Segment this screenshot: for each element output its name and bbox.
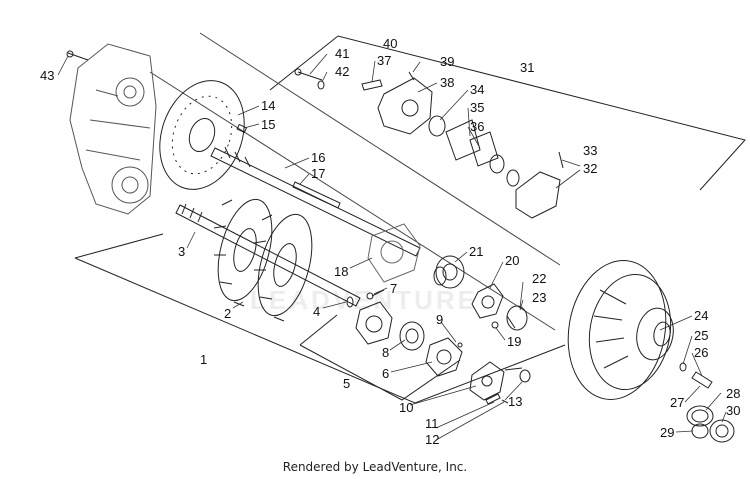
callout-43: 43 [40, 68, 54, 83]
flange-20 [471, 283, 504, 319]
flange-plate-6-lower [355, 301, 393, 345]
bolt-41 [294, 68, 323, 81]
caliper-body-38 [377, 77, 433, 135]
bearing-21 [433, 255, 465, 289]
callout-29: 29 [660, 425, 674, 440]
callout-37: 37 [377, 53, 391, 68]
callout-22: 22 [532, 271, 546, 286]
driven-clutch [567, 260, 674, 400]
callout-26: 26 [694, 345, 708, 360]
callout-8: 8 [382, 345, 389, 360]
callout-27: 27 [670, 395, 684, 410]
leader-lines [57, 53, 727, 441]
key-16-17 [292, 181, 341, 209]
callout-41: 41 [335, 46, 349, 61]
callout-34: 34 [470, 82, 484, 97]
callout-14: 14 [261, 98, 275, 113]
bushing-23 [506, 305, 528, 331]
callout-28: 28 [726, 386, 740, 401]
watermark-text: LEADVENTURE [250, 285, 479, 315]
callout-33: 33 [583, 143, 597, 158]
drive-sprocket-right [253, 213, 313, 322]
bearing-flange-plate [367, 223, 421, 283]
screw-12 [501, 399, 509, 404]
bolt-7 [366, 289, 385, 300]
callout-17: 17 [311, 166, 325, 181]
drive-shaft [175, 203, 361, 307]
group-bracket-1 [74, 233, 566, 404]
callout-23: 23 [532, 290, 546, 305]
spring-clip-37 [361, 79, 383, 91]
callout-4: 4 [313, 304, 320, 319]
seal-34 [428, 115, 446, 137]
brake-pad-36 [445, 119, 481, 161]
gear-case-housing [69, 43, 157, 215]
bearing-8 [399, 321, 425, 351]
group-bracket-31 [269, 35, 746, 191]
callout-31: 31 [520, 60, 534, 75]
callout-3: 3 [178, 244, 185, 259]
callout-16: 16 [311, 150, 325, 165]
callout-18: 18 [334, 264, 348, 279]
callout-24: 24 [694, 308, 708, 323]
brake-disc [159, 80, 245, 190]
callout-19: 19 [507, 334, 521, 349]
piston [489, 154, 520, 187]
ring-9 [457, 342, 463, 348]
callout-15: 15 [261, 117, 275, 132]
sensor-bracket-10 [469, 361, 505, 401]
cap-30 [709, 419, 735, 443]
bolt-43 [66, 50, 89, 61]
callout-13: 13 [508, 394, 522, 409]
callout-20: 20 [505, 253, 519, 268]
callout-2: 2 [224, 306, 231, 321]
callout-32: 32 [583, 161, 597, 176]
callout-39: 39 [440, 54, 454, 69]
washer-4 [346, 296, 354, 308]
spring-28 [686, 405, 714, 427]
callout-7: 7 [390, 281, 397, 296]
pad-35 [469, 131, 499, 167]
group-bracket-5 [299, 314, 461, 401]
caliper-half-32 [515, 171, 561, 219]
flange-plate-6 [425, 337, 463, 377]
clip-11 [485, 393, 501, 405]
sensor-13 [504, 367, 531, 383]
callout-36: 36 [470, 119, 484, 134]
callout-40: 40 [383, 36, 397, 51]
callout-38: 38 [440, 75, 454, 90]
callout-30: 30 [726, 403, 740, 418]
key-15 [236, 123, 248, 134]
callout-21: 21 [469, 244, 483, 259]
callout-1: 1 [200, 352, 207, 367]
washer-42 [317, 80, 325, 90]
jackshaft [210, 146, 421, 257]
callout-5: 5 [343, 376, 350, 391]
callout-6: 6 [382, 366, 389, 381]
fitting-33 [558, 151, 564, 169]
render-credit: Rendered by LeadVenture, Inc. [282, 460, 468, 474]
callout-10: 10 [399, 400, 413, 415]
callout-labels: 1 2 3 4 5 6 7 8 9 10 11 12 13 14 15 16 1… [40, 36, 740, 447]
callout-35: 35 [470, 100, 484, 115]
drive-sprocket-left [213, 198, 273, 307]
callout-9: 9 [436, 312, 443, 327]
callout-25: 25 [694, 328, 708, 343]
bolt-19 [491, 321, 499, 329]
callout-12: 12 [425, 432, 439, 447]
washer-25 [679, 362, 687, 372]
bolt-26 [691, 371, 713, 389]
callout-42: 42 [335, 64, 349, 79]
callout-11: 11 [425, 416, 439, 431]
